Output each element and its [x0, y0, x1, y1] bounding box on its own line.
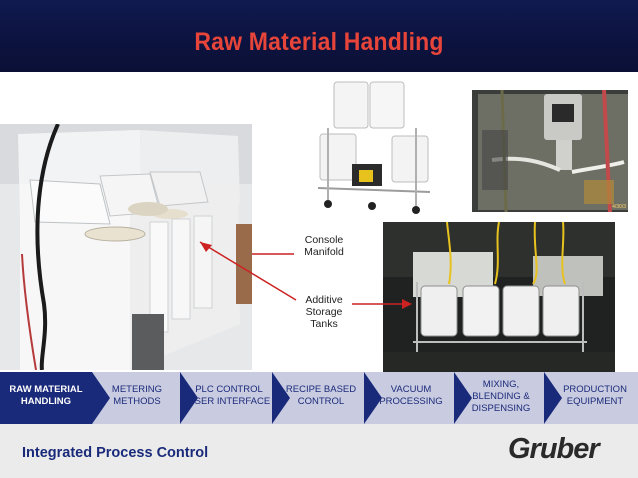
nav-tab-raw-material-handling[interactable]: RAW MATERIAL HANDLING	[0, 372, 92, 424]
footer-label: Integrated Process Control	[22, 445, 209, 461]
nav-tab-production-equipment[interactable]: PRODUCTION EQUIPMENT	[563, 384, 627, 407]
console-manifold-label: Console Manifold	[304, 234, 344, 258]
manifold-closeup-photo: 4/30/3	[472, 90, 628, 212]
nav-chevron-icon	[364, 372, 382, 424]
nav-chevron-icon	[272, 372, 290, 424]
logo-text: Gruber	[508, 433, 600, 465]
date-stamp: 4/30/3	[612, 204, 626, 210]
storage-tanks-photo	[383, 222, 615, 372]
nav-chevron-icon	[92, 372, 110, 424]
page-title: Raw Material Handling	[194, 28, 444, 56]
storage-cabinet-photo	[0, 124, 252, 370]
nav-chevron-icon	[454, 372, 472, 424]
content-area: 4/30/3 Console Manifold Additive	[0, 72, 638, 372]
nav-tab-mixing-blending-dispensing[interactable]: MIXING, BLENDING & DISPENSING	[471, 379, 531, 414]
additive-tanks-label: Additive Storage Tanks	[305, 294, 343, 330]
nav-chevron-icon	[544, 372, 562, 424]
nav-tab-plc-control[interactable]: PLC CONTROL USER INTERFACE	[187, 384, 271, 407]
gruber-logo: Gruber	[508, 433, 620, 469]
nav-chevron-icon	[180, 372, 198, 424]
tank-cart-photo	[312, 78, 434, 218]
nav-tab-vacuum-processing[interactable]: VACUUM PROCESSING	[379, 384, 443, 407]
nav-tab-metering-methods[interactable]: METERING METHODS	[111, 384, 163, 407]
section-nav: RAW MATERIAL HANDLING METERING METHODS P…	[0, 372, 638, 424]
header-bar: Raw Material Handling	[0, 0, 638, 72]
nav-tab-recipe-based-control[interactable]: RECIPE BASED CONTROL	[285, 384, 357, 407]
footer-bar: Integrated Process Control	[0, 424, 638, 478]
